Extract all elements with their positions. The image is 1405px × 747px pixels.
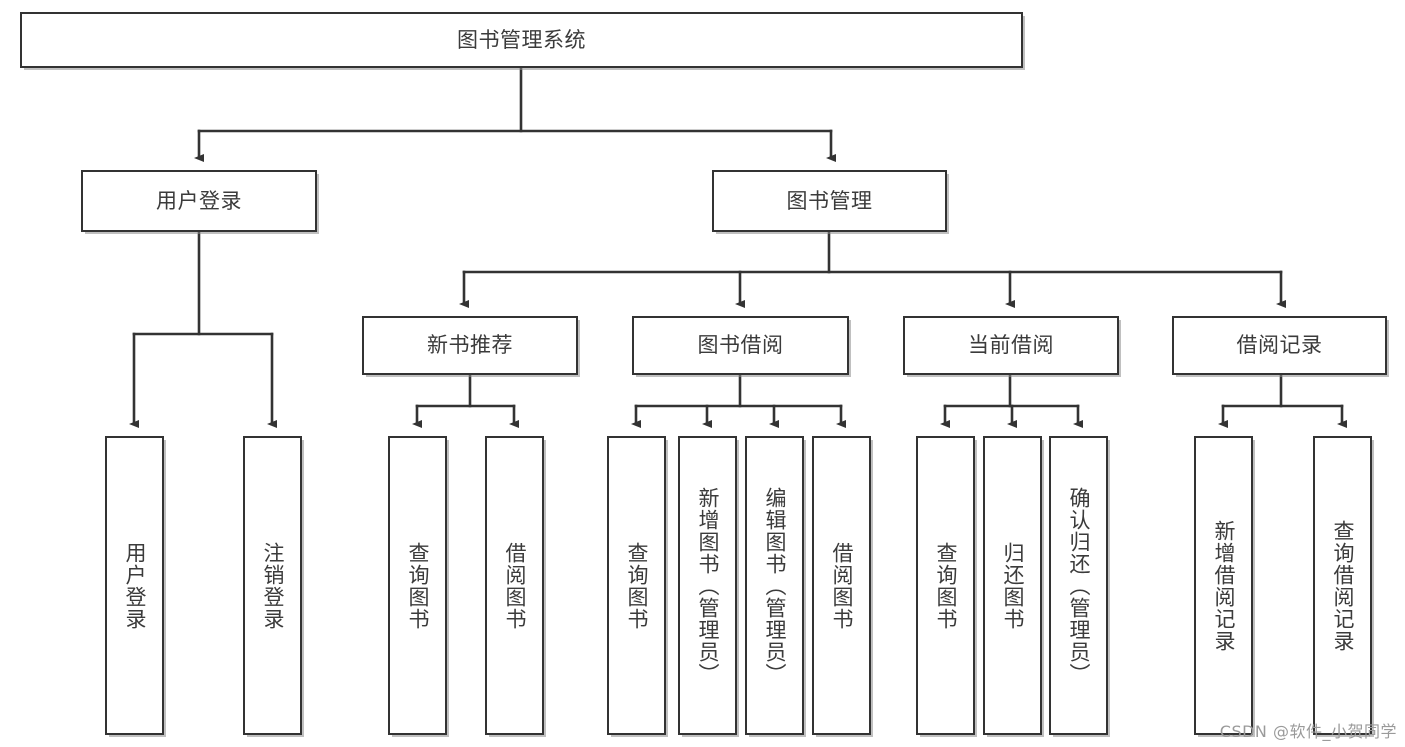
node-leaf-query-book-cur[interactable]: 查询图书 <box>916 436 975 735</box>
node-leaf-query-book-bor[interactable]: 查询图书 <box>607 436 666 735</box>
node-leaf-borrow-book-bor[interactable]: 借阅图书 <box>812 436 871 735</box>
node-label: 新增图书（管理员） <box>696 486 721 685</box>
node-label: 借阅图书 <box>503 541 528 630</box>
node-leaf-add-borrow-record[interactable]: 新增借阅记录 <box>1194 436 1253 735</box>
node-leaf-edit-book-admin[interactable]: 编辑图书（管理员） <box>745 436 804 735</box>
node-label: 查询图书 <box>406 541 431 630</box>
node-leaf-add-book-admin[interactable]: 新增图书（管理员） <box>678 436 737 735</box>
node-label: 编辑图书（管理员） <box>763 486 788 685</box>
node-leaf-query-borrow-record[interactable]: 查询借阅记录 <box>1313 436 1372 735</box>
node-label: 图书管理 <box>786 188 873 213</box>
node-leaf-return-book[interactable]: 归还图书 <box>983 436 1042 735</box>
node-label: 新增借阅记录 <box>1212 519 1237 652</box>
node-new-book-recommend[interactable]: 新书推荐 <box>362 316 578 375</box>
node-borrow-record[interactable]: 借阅记录 <box>1172 316 1387 375</box>
node-label: 归还图书 <box>1001 541 1026 630</box>
node-label: 用户登录 <box>156 188 242 213</box>
node-leaf-confirm-return-admin[interactable]: 确认归还（管理员） <box>1049 436 1108 735</box>
node-label: 确认归还（管理员） <box>1067 486 1092 685</box>
node-label: 图书借阅 <box>697 333 784 358</box>
node-label: 图书管理系统 <box>457 27 586 52</box>
node-user-login[interactable]: 用户登录 <box>81 170 317 232</box>
node-leaf-user-login[interactable]: 用户登录 <box>105 436 164 735</box>
node-book-manage[interactable]: 图书管理 <box>712 170 947 232</box>
node-label: 借阅图书 <box>830 541 855 630</box>
node-label: 当前借阅 <box>968 333 1054 358</box>
node-label: 借阅记录 <box>1236 333 1323 358</box>
node-label: 查询借阅记录 <box>1331 519 1356 652</box>
node-label: 注销登录 <box>261 541 286 630</box>
node-leaf-user-logout[interactable]: 注销登录 <box>243 436 302 735</box>
node-label: 查询图书 <box>934 541 959 630</box>
node-leaf-query-book-rec[interactable]: 查询图书 <box>388 436 447 735</box>
node-root[interactable]: 图书管理系统 <box>20 12 1023 68</box>
node-book-borrow[interactable]: 图书借阅 <box>632 316 849 375</box>
node-leaf-borrow-book-rec[interactable]: 借阅图书 <box>485 436 544 735</box>
node-label: 新书推荐 <box>427 333 513 358</box>
node-current-borrow[interactable]: 当前借阅 <box>903 316 1119 375</box>
node-label: 查询图书 <box>625 541 650 630</box>
node-label: 用户登录 <box>123 541 148 630</box>
